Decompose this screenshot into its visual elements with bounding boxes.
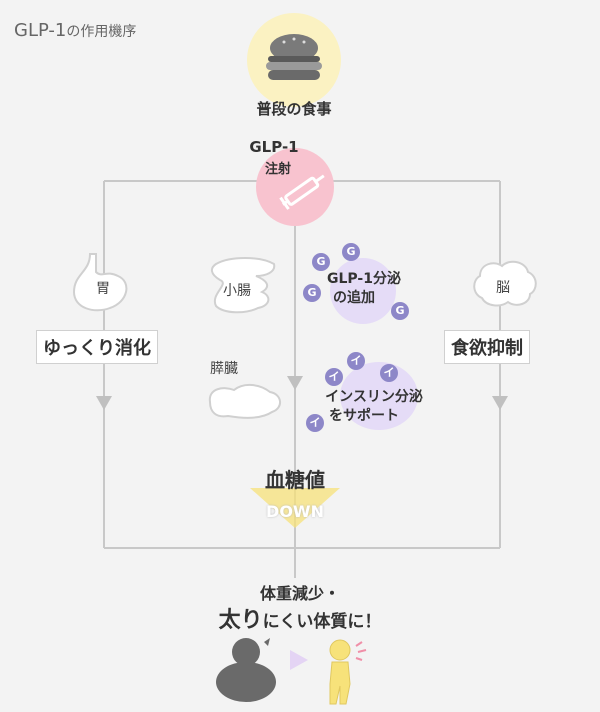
- intestine-icon: [210, 257, 276, 314]
- insulin-circle: [340, 362, 418, 430]
- arrow-right-icon: [290, 650, 308, 670]
- stomach-effect-box: ゆっくり消化: [36, 330, 158, 364]
- stomach-label: 胃: [96, 281, 110, 297]
- blood-sugar-label: 血糖値: [265, 468, 325, 492]
- result-big: 太り: [218, 608, 263, 633]
- syringe-icon: [279, 174, 325, 210]
- brain-icon: [473, 260, 537, 307]
- i-badge: イ: [347, 352, 365, 370]
- arrow-stomach: [96, 396, 112, 410]
- result-rest: にくい体質に！: [262, 612, 382, 632]
- i-badge: イ: [325, 368, 343, 386]
- i-badge: イ: [380, 364, 398, 382]
- glp1-secretion-circle: [330, 258, 396, 324]
- arrow-brain: [492, 396, 508, 410]
- glp1-secretion-line1: GLP-1分泌: [327, 271, 401, 287]
- burger-icon: [266, 34, 322, 80]
- down-arrow-icon: [250, 488, 340, 528]
- blood-sugar-down: DOWN: [266, 502, 324, 521]
- brain-label: 脳: [496, 280, 510, 296]
- injection-sub: 注射: [264, 162, 291, 177]
- stomach-icon: [72, 253, 128, 312]
- g-badge: G: [391, 302, 409, 320]
- diagram-title: GLP-1の作用機序: [14, 20, 136, 41]
- heavy-figure-icon: [216, 638, 276, 702]
- insulin-line1: インスリン分泌: [325, 389, 423, 405]
- g-badge: G: [303, 284, 321, 302]
- result-line2: 太りにくい体質に！: [180, 602, 420, 634]
- pancreas-label: 膵臓: [210, 361, 238, 377]
- injection-title: GLP-1: [249, 138, 299, 156]
- title-sub: の作用機序: [66, 24, 137, 40]
- i-badge: イ: [306, 414, 324, 432]
- insulin-line2: をサポート: [329, 408, 399, 424]
- injection-circle: [256, 148, 334, 226]
- g-badge: G: [342, 243, 360, 261]
- meal-label: 普段の食事: [256, 100, 332, 118]
- brain-effect-box: 食欲抑制: [444, 330, 530, 364]
- title-main: GLP-1: [14, 20, 67, 41]
- slim-figure-icon: [329, 639, 367, 705]
- result-line1: 体重減少・: [259, 584, 340, 603]
- g-badge: G: [312, 253, 330, 271]
- glp1-secretion-line2: の追加: [333, 290, 375, 306]
- intestine-label: 小腸: [223, 283, 251, 299]
- arrow-center: [287, 376, 303, 390]
- pancreas-icon: [208, 384, 281, 419]
